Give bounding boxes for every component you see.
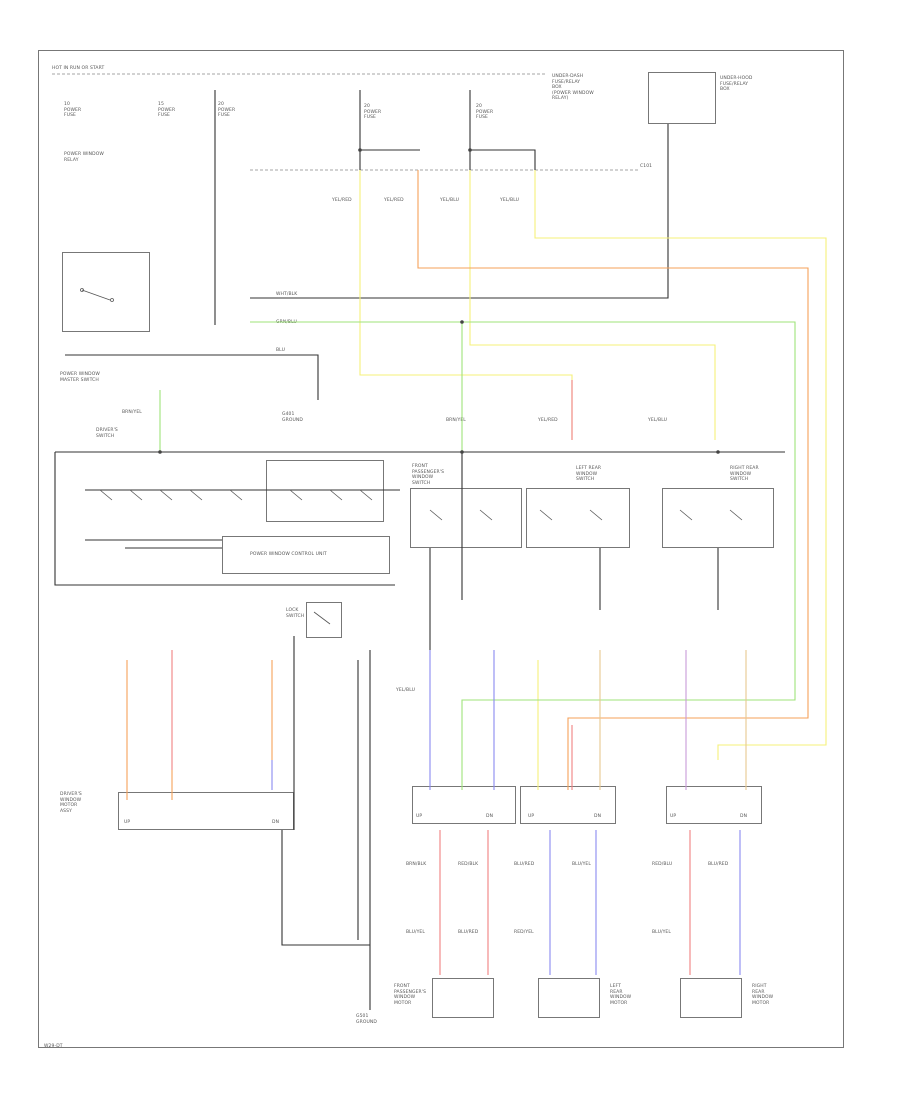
lower-wire-label-6: BLU/RED [708,862,729,867]
green-wires [159,321,796,790]
diagram-title: HOT IN RUN OR START [52,66,105,71]
motor-label-2: LEFT REAR WINDOW MOTOR [610,984,632,1006]
tan-wires [599,650,747,790]
junction-dots [158,148,720,454]
master-switch-label: POWER WINDOW MASTER SWITCH [60,372,100,383]
motor-label-1: FRONT PASSENGER'S WINDOW MOTOR [394,984,427,1006]
black-wires [54,90,785,1010]
ground-label: G501 GROUND [356,1014,377,1025]
driver-motor-label: DRIVER'S WINDOW MOTOR ASSY [60,792,82,814]
lower-wire-label-8: BLU/RED [458,930,479,935]
blue-wires [271,650,741,975]
fuse-label-4: 20 POWER FUSE [364,104,382,120]
left-rear-switch-box [526,488,630,548]
lower-wire-label-10: BLU/YEL [652,930,671,935]
up-label-3: UP [670,814,677,819]
lower-wire-label-4: BLU/YEL [572,862,591,867]
wire-label-8: YEL/BLU [648,418,667,423]
master-switch-contacts [99,489,743,625]
wire-label-3: YEL/BLU [440,198,459,203]
top-right-label: UNDER-HOOD FUSE/RELAY BOX [720,76,753,92]
wire-label-7: BLU [276,348,285,353]
right-rear-motor [680,978,742,1018]
wire-label-11: YEL/RED [538,418,558,423]
wire-label-10: BRN/YEL [446,418,466,423]
control-unit-label: POWER WINDOW CONTROL UNIT [250,552,327,557]
control-unit-box [222,536,390,574]
front-passenger-motor-switch [412,786,516,824]
lock-switch-label: LOCK SWITCH [286,608,305,619]
lower-wire-label-9: RED/YEL [514,930,534,935]
front-passenger-switch-box [410,488,522,548]
diagram-frame [38,50,844,1048]
lower-wire-label-3: BLU/RED [514,862,535,867]
dn-label-3: DN [740,814,748,819]
wire-label-12: YEL/BLU [396,688,415,693]
lower-wire-label-5: RED/BLU [652,862,673,867]
junction-label: G401 GROUND [282,412,303,423]
left-rear-motor [538,978,600,1018]
left-switch-label: DRIVER'S SWITCH [96,428,118,439]
red-wires [171,380,691,975]
up-label-2: UP [528,814,535,819]
lower-wire-label-7: BLU/YEL [406,930,425,935]
lock-switch-box [306,602,342,638]
connector-top-right: C101 [640,164,653,169]
dn-label-1: DN [486,814,494,819]
wire-label-5: WHT/BLK [276,292,298,297]
relay-box [62,252,150,332]
sub-switch-label-3: RIGHT REAR WINDOW SWITCH [730,466,759,482]
sub-switch-label-1: FRONT PASSENGER'S WINDOW SWITCH [412,464,445,486]
wire-label-9: BRN/YEL [122,410,142,415]
wire-label-2: YEL/RED [384,198,404,203]
under-hood-box [648,72,716,124]
dn-label-2: DN [594,814,602,819]
fuse-label-1: 10 POWER FUSE [64,102,82,118]
fuse-label-5: 20 POWER FUSE [476,104,494,120]
wire-label-4: YEL/BLU [500,198,519,203]
front-passenger-motor [432,978,494,1018]
fuse-label-3: 20 POWER FUSE [218,102,236,118]
footer-code: W29-DT [44,1044,63,1049]
up-label-1: UP [416,814,423,819]
motor-label-3: RIGHT REAR WINDOW MOTOR [752,984,774,1006]
fuse-box-label: UNDER-DASH FUSE/RELAY BOX (POWER WINDOW … [552,74,594,101]
wire-label-1: YEL/RED [332,198,352,203]
relay-contact [80,288,114,302]
fuse-label-2: 15 POWER FUSE [158,102,176,118]
control-unit-inner-box [266,460,384,522]
dn-label-4: DN [272,820,280,825]
lower-wire-label-1: BRN/BLK [406,862,427,867]
sub-switch-label-2: LEFT REAR WINDOW SWITCH [576,466,602,482]
right-rear-motor-switch [666,786,762,824]
lower-wire-label-2: RED/BLK [458,862,479,867]
right-rear-switch-box [662,488,774,548]
orange-wires [126,170,809,800]
up-label-4: UP [124,820,131,825]
relay-label: POWER WINDOW RELAY [64,152,104,163]
